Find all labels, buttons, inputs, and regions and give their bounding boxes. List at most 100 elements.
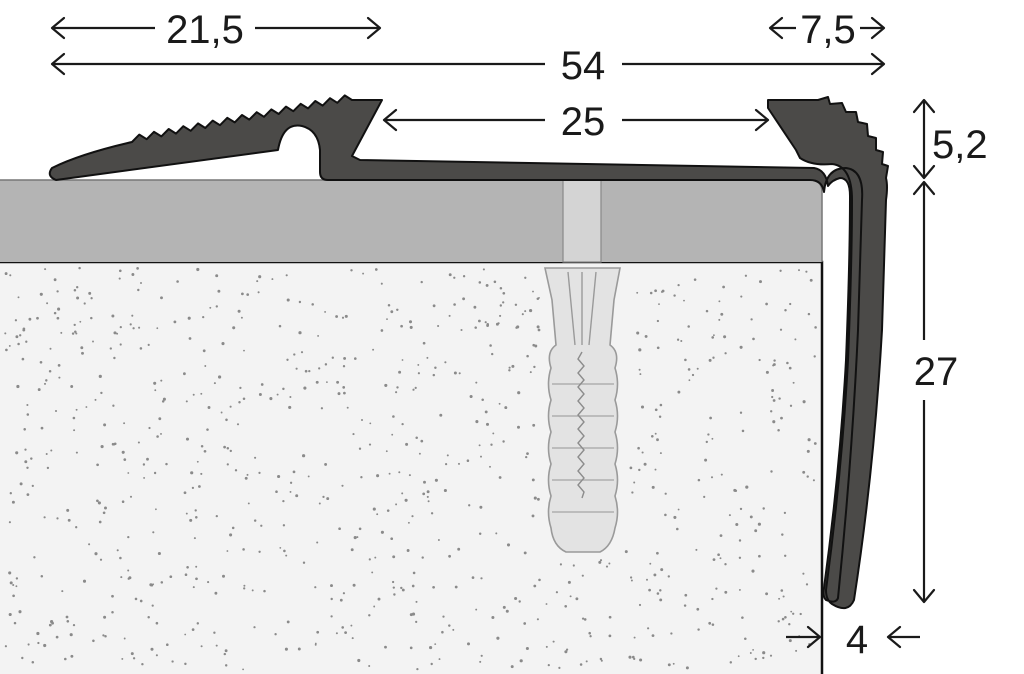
screed-dot [13,621,17,625]
screed-dot [26,493,30,496]
screed-dot [242,397,246,400]
screed-dot [223,445,226,449]
screed-dot [532,423,536,427]
screed-dot [207,406,211,409]
screed-dot [469,394,473,399]
dim-leg-height-label: 27 [914,350,959,394]
screed-dot [697,478,701,482]
screed-dot [446,454,449,457]
screed-dot [380,530,384,534]
screed-dot [209,306,212,309]
screed-dot [792,612,795,615]
screed-dot [215,274,219,278]
screed-dot [191,486,195,490]
screed-dot [478,319,481,323]
screed-fill [0,262,822,674]
screed-dot [555,591,559,594]
screw-hole [562,179,602,263]
screed-dot [385,450,388,453]
screed-dot [792,381,795,384]
screed-dot [443,488,447,493]
screed-dot [608,634,612,638]
screed-dot [113,331,117,335]
screed-dot [779,328,783,331]
screed-dot [388,472,391,475]
screed-dot [683,299,685,302]
screed-dot [160,379,163,382]
screed-dot [526,452,529,455]
screed-dot [770,410,773,413]
screed-dot [684,358,687,362]
screed-dot [708,621,712,625]
screed-dot [788,366,792,370]
dim-right-nose-label: 7,5 [800,8,856,52]
screed-dot [545,603,548,605]
screed-dot [330,597,333,601]
screed-dot [72,416,76,420]
screed-dot [485,422,490,426]
screed-dot [673,515,677,519]
screed-dot [523,551,527,555]
screed-dot [75,526,78,529]
screed-dot [453,303,456,306]
screed-dot [536,497,540,501]
screed-dot [660,568,664,572]
screed-dot [717,553,720,557]
screed-dot [536,618,539,621]
screed-dot [499,304,502,307]
screed-dot [506,543,511,547]
screed-dot [411,515,414,518]
screed-dot [807,312,811,316]
screed-dot [15,585,18,588]
screed-dot [195,516,198,519]
screed-dot [102,511,106,515]
screed-dot [56,517,59,520]
screed-dot [409,646,413,650]
screed-dot [421,556,424,559]
screed-dot [380,329,384,332]
screed-dot [685,666,689,670]
screed-dot [279,546,282,549]
screed-dot [258,550,261,553]
screed-dot [369,422,372,425]
screed-dot [147,343,150,346]
dim-left-lip-label: 21,5 [166,8,244,52]
screed-dot [234,469,238,472]
screed-dot [96,499,99,503]
screed-dot [142,463,146,466]
screed-dot [737,655,740,658]
screed-dot [96,463,99,467]
screed-dot [633,481,636,484]
screed-dot [802,572,805,575]
screed-dot [9,492,12,495]
screed-dot [658,415,662,418]
screed-dot [147,616,150,619]
screed-dot [769,654,773,657]
screed-dot [452,628,455,631]
screed-dot [56,290,59,293]
dim-total-width: 54 [50,44,886,88]
screed-dot [762,656,765,660]
screed-dot [417,363,420,366]
screed-dot [651,485,655,489]
screed-dot [320,407,324,410]
screed-dot [744,274,748,277]
screed-dot [629,576,633,579]
screed-dot [31,660,35,664]
screed-dot [37,388,41,392]
screed-dot [109,347,112,350]
screed-dot [536,325,540,329]
screed-dot [641,451,644,454]
screed-dot [342,386,346,389]
screed-dot [599,559,603,562]
screed-dot [65,615,69,619]
screed-dot [751,569,755,573]
screed-dot [113,356,116,360]
screed-dot [654,408,658,412]
screed-dot [44,268,47,271]
dim-tread-insert: 25 [382,100,770,144]
screed-dot [371,571,374,574]
screed-dot [392,415,395,418]
screed-dot [475,381,478,384]
screed-dot [670,632,673,635]
